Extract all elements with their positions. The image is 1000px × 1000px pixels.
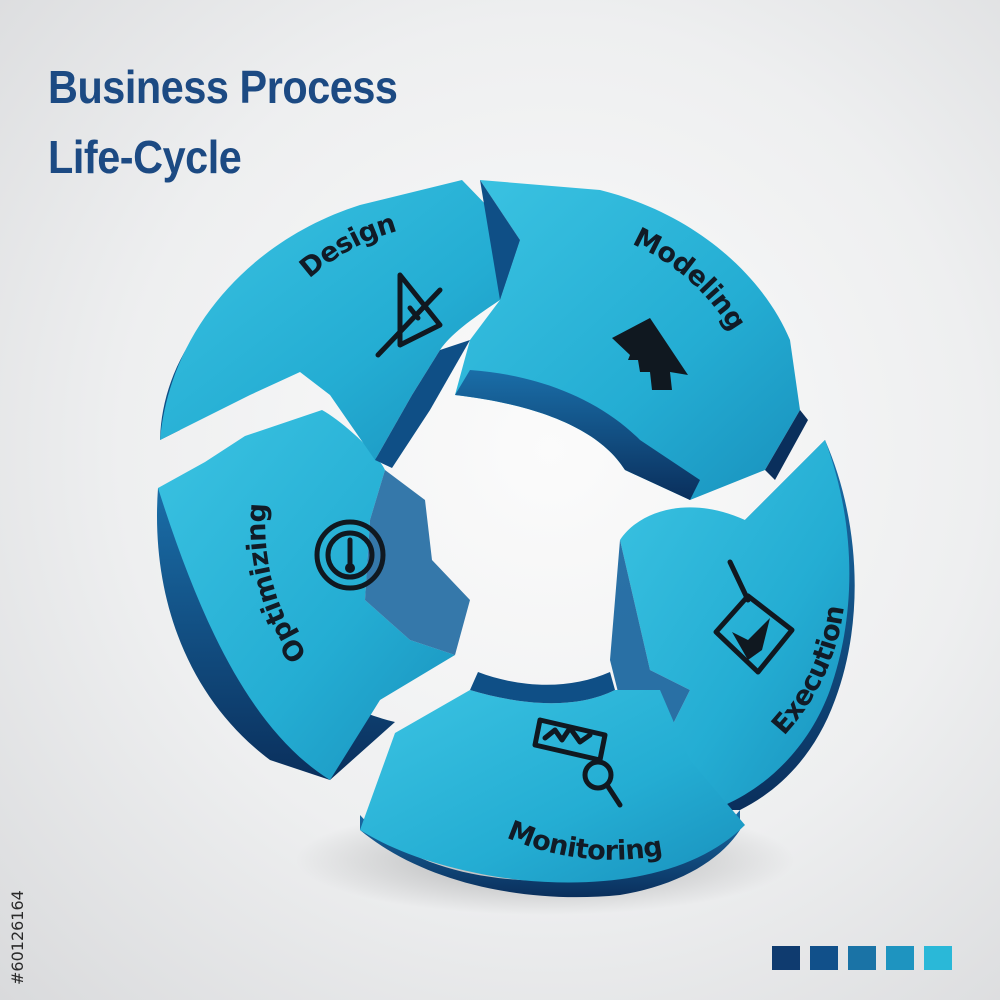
segment-design bbox=[160, 180, 520, 468]
gauge-dial-icon bbox=[314, 519, 386, 591]
swatch-5 bbox=[924, 946, 952, 970]
drafting-triangle-icon bbox=[375, 272, 443, 358]
segment-optimizing bbox=[156, 410, 470, 780]
swatch-4 bbox=[886, 946, 914, 970]
house-arrow-icon bbox=[612, 318, 688, 390]
checkbox-checked-icon bbox=[713, 559, 795, 675]
magnifier-chart-icon bbox=[532, 717, 623, 808]
title-line-1: Business Process bbox=[48, 61, 398, 113]
swatch-1 bbox=[772, 946, 800, 970]
stock-id-text: #60126164 bbox=[8, 890, 27, 985]
segment-monitoring bbox=[360, 672, 745, 898]
swatch-3 bbox=[848, 946, 876, 970]
swatch-2 bbox=[810, 946, 838, 970]
color-swatches bbox=[772, 946, 952, 970]
title-line-2: Life-Cycle bbox=[48, 131, 242, 183]
